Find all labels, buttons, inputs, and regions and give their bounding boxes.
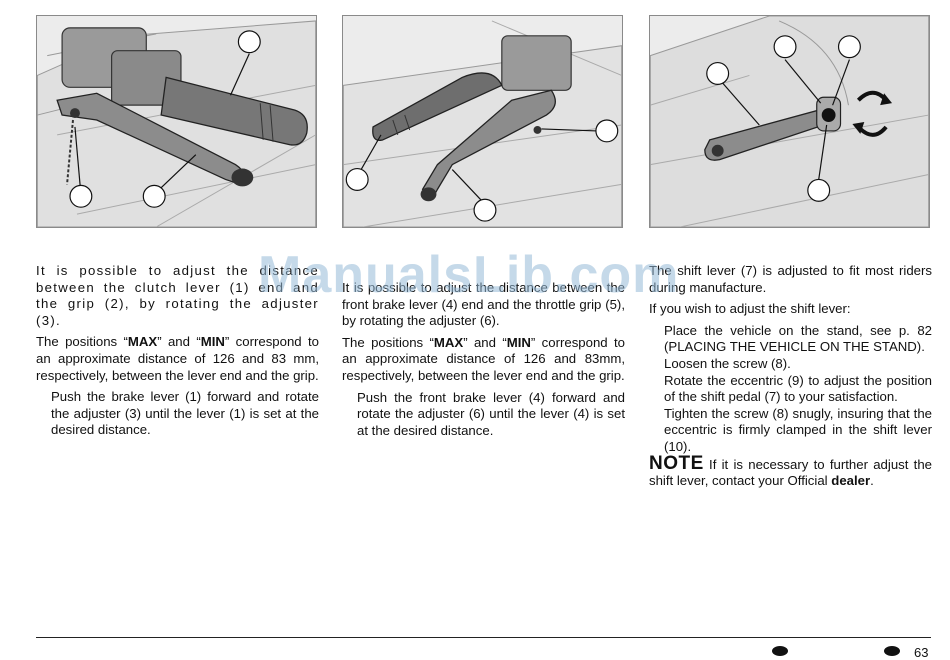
step: Push the brake lever (1) forward and rot… — [51, 389, 319, 438]
step: Rotate the eccentric (9) to adjust the p… — [664, 372, 932, 405]
note: NOTE If it is necessary to further adjus… — [649, 452, 932, 490]
text: ” correspond to an approximate distance … — [36, 334, 319, 383]
max-label: MAX — [433, 334, 464, 350]
min-label: MIN — [200, 334, 225, 350]
note-text: If it is necessary to further adjust the… — [649, 456, 932, 489]
watermark: ManualsLib.com — [258, 246, 680, 304]
footer-rule — [36, 637, 931, 638]
column-clutch: It is possible to adjust the distance be… — [36, 263, 319, 444]
paragraph-positions: The positions “MAX” and “MIN” correspond… — [342, 335, 625, 385]
page-number: 63 — [914, 645, 929, 660]
text: The positions “ — [342, 334, 434, 350]
step: Tighten the screw (8) snugly, insuring t… — [664, 405, 932, 454]
step: Loosen the screw (8). — [664, 355, 791, 371]
column-brake: It is possible to adjust the distance be… — [342, 280, 625, 444]
footer-marker-icon — [772, 646, 788, 656]
text: The positions “ — [36, 334, 128, 350]
paragraph: The shift lever (7) is adjusted to fit m… — [649, 263, 932, 295]
note-label: NOTE — [649, 452, 704, 474]
figure-clutch-lever — [36, 15, 317, 228]
text: ” and “ — [157, 334, 201, 350]
note-end: . — [870, 473, 874, 489]
paragraph: It is possible to adjust the distance be… — [342, 280, 625, 329]
step: Place the vehicle on the stand, see p. 8… — [664, 322, 932, 355]
paragraph: It is possible to adjust the distance be… — [36, 263, 319, 328]
figure-brake-lever — [342, 15, 623, 228]
paragraph: If you wish to adjust the shift lever: — [649, 301, 851, 317]
figure-shift-lever — [649, 15, 930, 228]
text: ” correspond to an approximate distance … — [342, 334, 625, 383]
paragraph-positions: The positions “MAX” and “MIN” correspond… — [36, 334, 319, 384]
min-label: MIN — [506, 334, 531, 350]
text: ” and “ — [463, 334, 507, 350]
column-shift: The shift lever (7) is adjusted to fit m… — [649, 263, 932, 495]
footer-marker-icon — [884, 646, 900, 656]
max-label: MAX — [127, 334, 158, 350]
note-bold: dealer — [831, 473, 871, 489]
step: Push the front brake lever (4) forward a… — [357, 389, 625, 438]
